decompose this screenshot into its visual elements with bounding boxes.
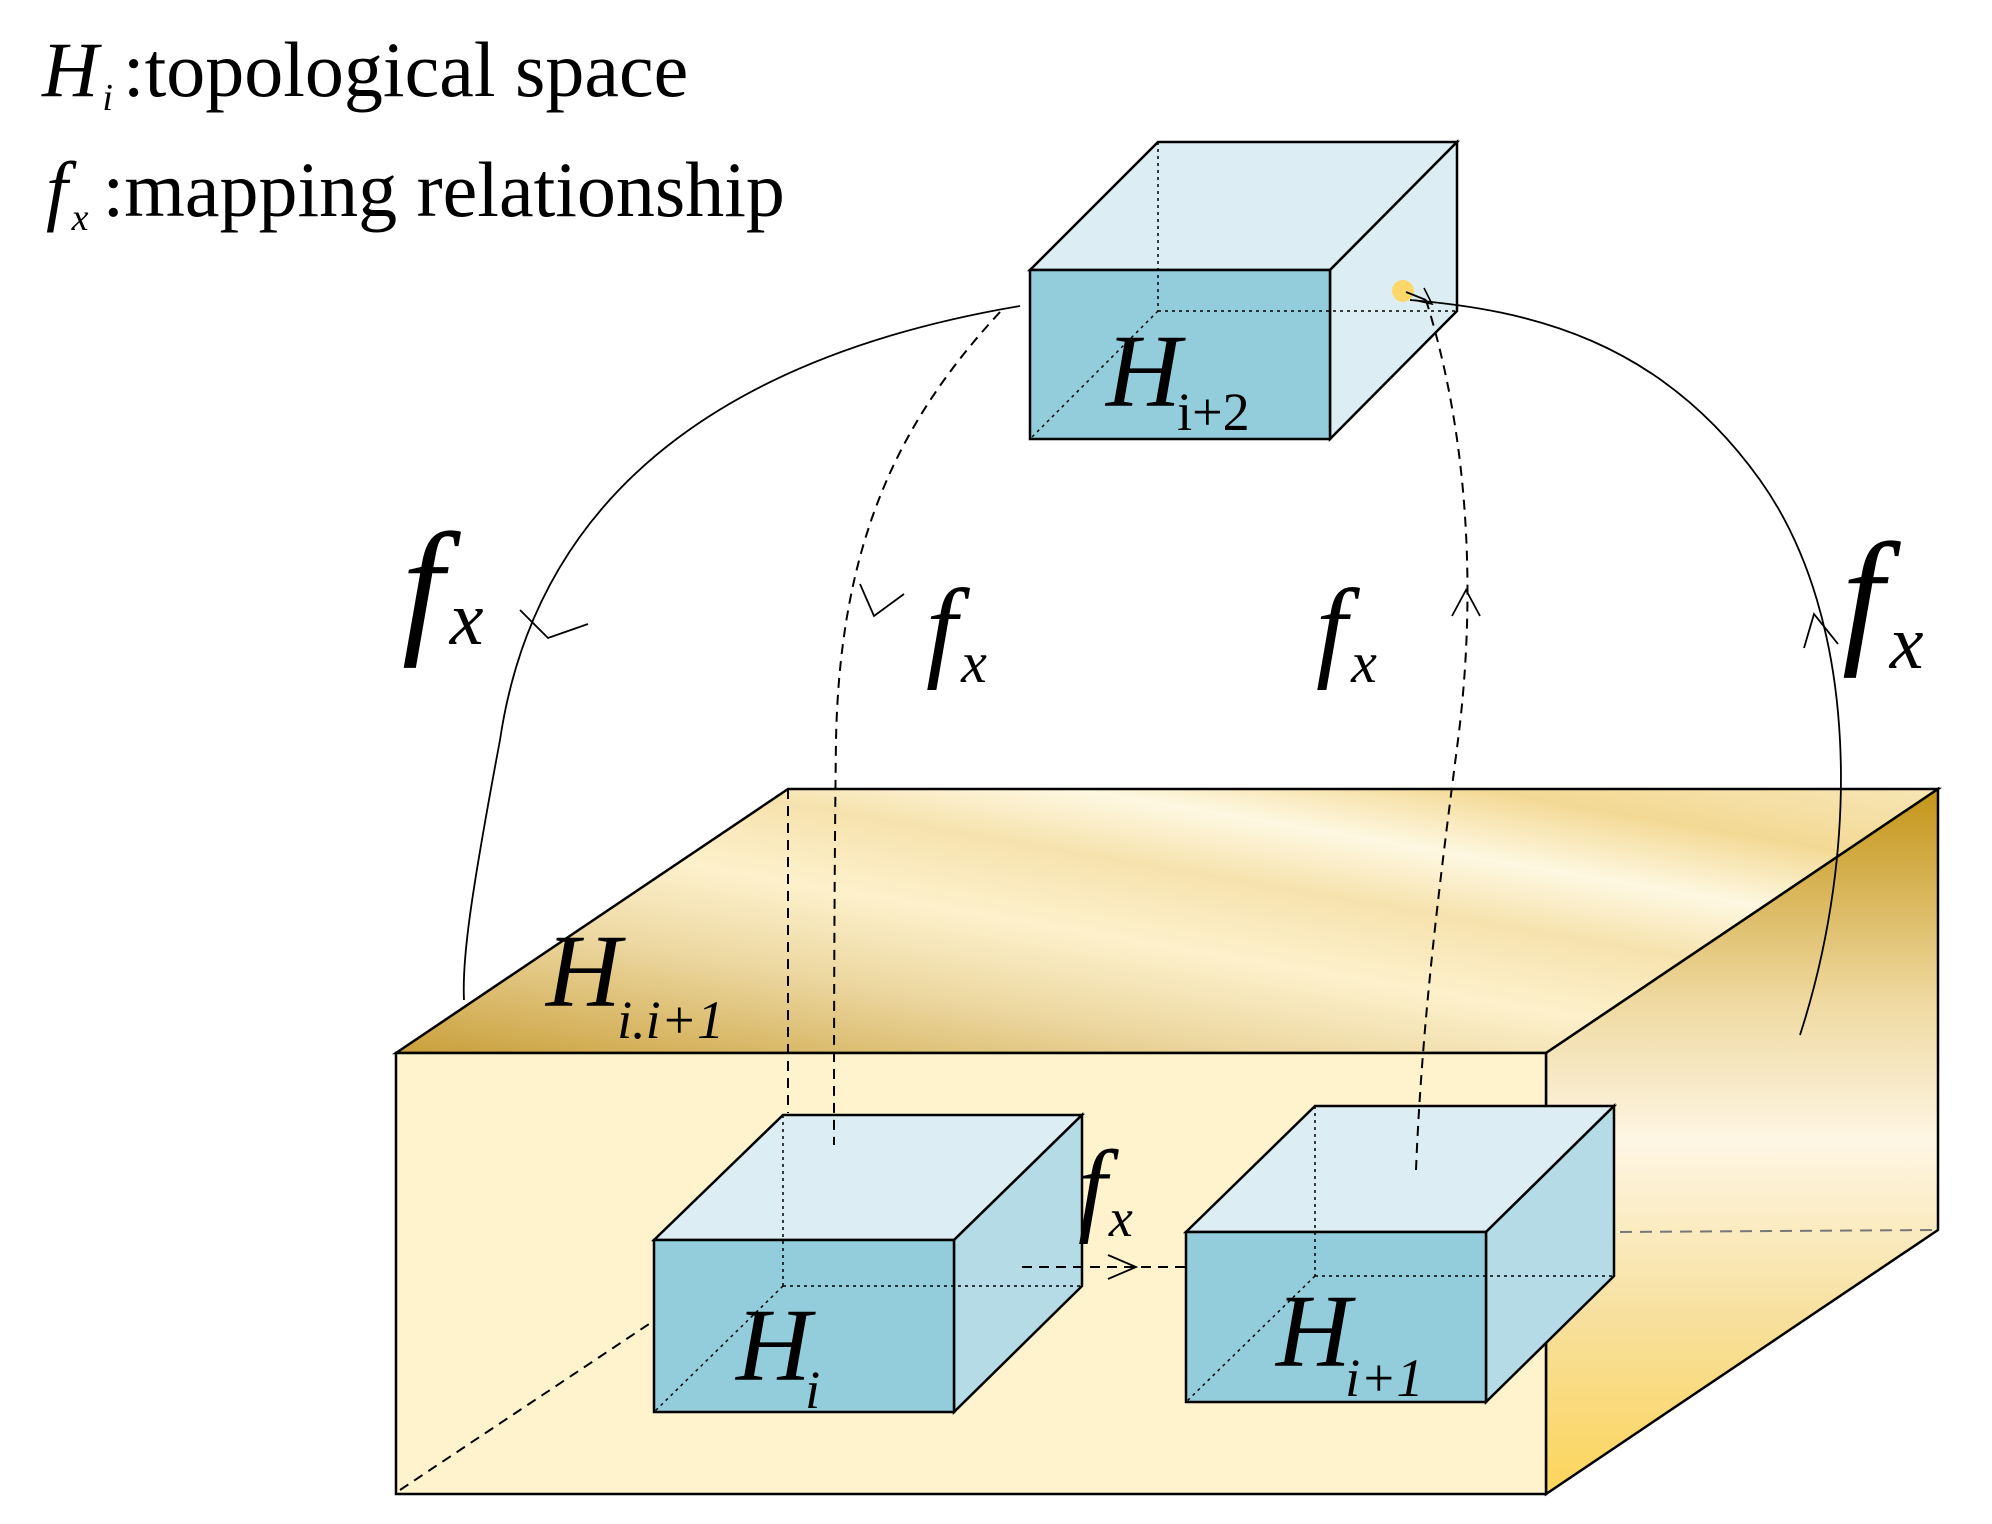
outer-left-mapping-arc <box>462 305 1021 1001</box>
mapping-point <box>1392 280 1414 302</box>
outer-space-symbol: H <box>544 914 626 1029</box>
cube-h-i-plus-1 <box>1182 1103 1618 1405</box>
mapping-label-inner-right: fx <box>1316 567 1377 695</box>
legend-label-topological-space: :topological space <box>123 26 688 113</box>
svg-text:fx:mapping relationship: fx:mapping relationship <box>46 146 785 239</box>
outer-space-label: Hi.i+1 <box>544 914 724 1050</box>
cube-h-i <box>650 1112 1086 1415</box>
outer-box-hidden-back-edge <box>1619 1229 1939 1233</box>
cube-h-i-plus-1-subscript: i+1 <box>1345 1348 1423 1408</box>
inner-left-arrowhead <box>859 583 905 618</box>
outer-right-arrowhead <box>1803 612 1839 649</box>
cube-h-i-plus-2-front <box>1028 268 1332 441</box>
outer-space-subscript: i.i+1 <box>617 990 724 1050</box>
inner-right-arrowhead <box>1451 588 1481 617</box>
mapping-label-outer-right: fx <box>1842 513 1924 685</box>
outer-right-arrowhead-into-point <box>1405 291 1427 301</box>
mapping-label-between-subscript: x <box>1108 1188 1133 1248</box>
legend-subscript-x: x <box>71 197 89 239</box>
mapping-label-outer-right-subscript: x <box>1889 601 1924 685</box>
cube-h-i-plus-2 <box>1026 138 1461 443</box>
cube-h-i-plus-2-label: Hi+2 <box>1104 314 1250 442</box>
outer-space-box <box>391 786 1943 1497</box>
mapping-label-inner-left: fx <box>926 567 987 695</box>
outer-right-mapping-arc <box>1409 299 1842 1036</box>
legend-subscript-i: i <box>102 77 113 119</box>
cube-h-i-plus-2-hidden-edge <box>1029 310 1159 440</box>
outer-box-hidden-diagonal-edge <box>399 1319 656 1491</box>
cube-h-i-label: Hi <box>734 1288 820 1420</box>
mapping-label-inner-left-subscript: x <box>960 630 987 695</box>
mapping-label-inner-right-subscript: x <box>1350 630 1377 695</box>
cube-h-i-plus-1-front <box>1184 1230 1488 1404</box>
legend-symbol-h: H <box>41 26 102 113</box>
mapping-label-outer-left: fx <box>402 503 484 669</box>
cube-h-i-plus-1-hidden-edge <box>1185 1275 1316 1403</box>
between-cubes-arrowhead <box>1107 1254 1139 1280</box>
cube-h-i-plus-1-symbol: H <box>1274 1274 1356 1389</box>
cube-h-i-plus-2-symbol: H <box>1104 314 1186 429</box>
legend-label-mapping-relationship: :mapping relationship <box>103 146 785 233</box>
cube-h-i-symbol: H <box>734 1288 816 1403</box>
inner-right-arrowhead-into-point <box>1413 287 1434 306</box>
mapping-label-outer-left-subscript: x <box>449 577 484 661</box>
cube-h-i-plus-2-subscript: i+2 <box>1177 382 1249 442</box>
inner-left-mapping-arc <box>833 311 1001 1146</box>
outer-left-arrowhead <box>519 609 589 640</box>
cube-h-i-hidden-edge <box>653 1285 784 1413</box>
cube-h-i-front <box>652 1238 956 1414</box>
cube-h-i-plus-1-label: Hi+1 <box>1274 1274 1424 1408</box>
svg-text:Hi:topological space: Hi:topological space <box>41 26 688 119</box>
inner-right-mapping-arc <box>1415 299 1469 1171</box>
cube-h-i-subscript: i <box>805 1360 820 1420</box>
